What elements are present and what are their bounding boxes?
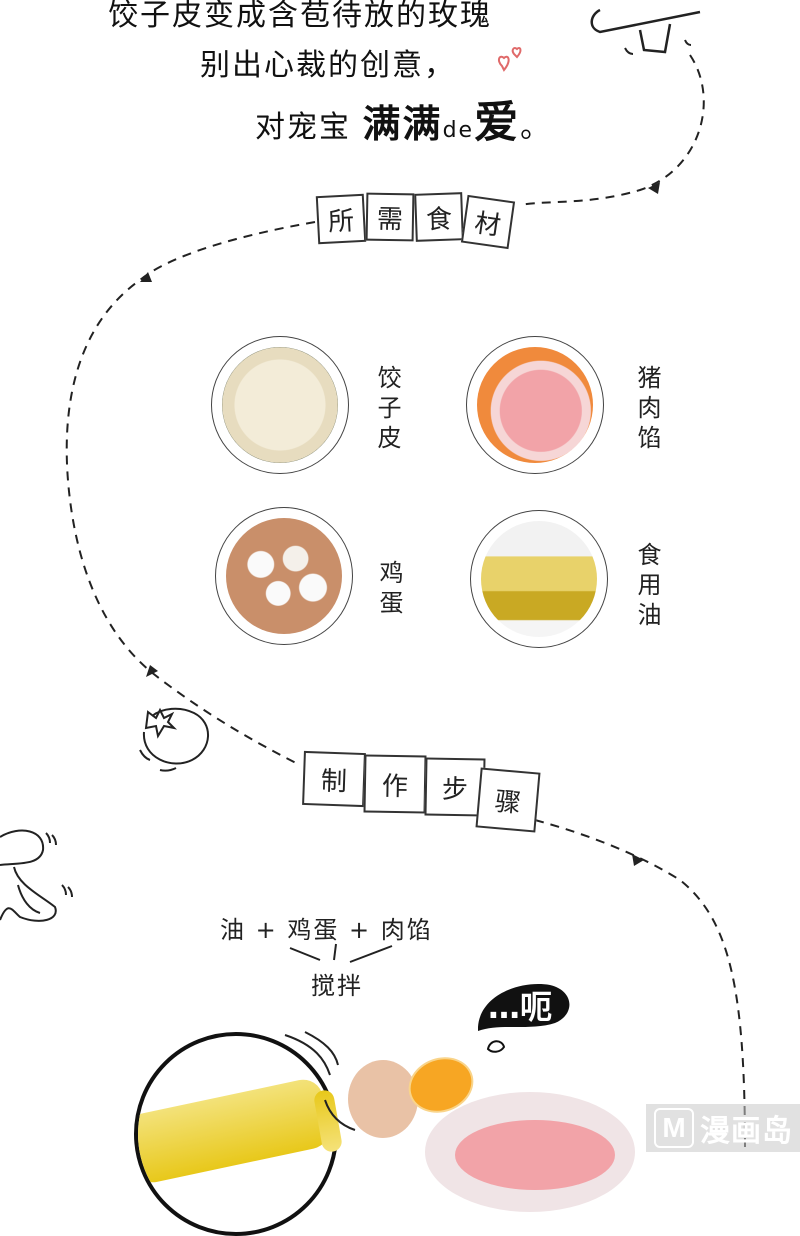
mushroom-icon [0,829,73,922]
intro-line-3-love: 爱 [474,97,521,148]
title-char-box: 作 [363,754,427,814]
ingredient-label: 鸡蛋 [375,560,403,620]
rolling-pin-icon [590,8,701,55]
watermark-text: 漫画岛 [700,1114,793,1149]
pork-bowl-illustration [425,1092,635,1212]
step-ingredients-line: 油 + 鸡蛋 + 肉馅 [220,916,433,944]
intro-line-3-prefix: 对宠宝 [255,110,351,145]
title-char-box: 骤 [475,767,541,833]
intro-line-2: 别出心裁的创意， [200,48,456,83]
intro-line-1: 饺子皮变成含苞待放的玫瑰 [108,0,492,33]
intro-line-3: 对宠宝 满满de爱。 [255,86,552,150]
tomato-icon [139,707,209,772]
title-char-box: 所 [315,193,367,245]
intro-line-3-end: 。 [520,110,553,145]
motion-lines-decoration [284,1031,356,1131]
title-char-box: 需 [365,192,415,242]
watermark-logo-icon: M [654,1108,694,1148]
speech-bubble [478,984,570,1053]
intro-line-3-emphasis: 满满 [362,102,443,146]
title-char-box: 材 [460,194,516,250]
dashed-path-decoration [65,54,746,1151]
ingredient-label: 猪肉馅 [633,365,661,455]
title-char-box: 食 [414,192,464,242]
ingredient-label: 食用油 [633,542,661,632]
converge-lines-decoration [289,943,393,963]
egg-character [348,1060,418,1138]
watermark: M 漫画岛 [646,1104,800,1152]
minced-pork-photo [466,336,604,474]
dumpling-wrappers-photo [211,336,349,474]
step-action: 搅拌 [311,972,363,1000]
ingredient-label: 饺子皮 [373,365,401,455]
title-char-box: 制 [302,750,366,808]
cooking-oil-photo [470,510,608,648]
intro-line-3-de: de [442,118,475,143]
eggs-photo [215,507,353,645]
speech-bubble-text: …呃 [488,988,553,1026]
hearts-icon [497,46,522,72]
